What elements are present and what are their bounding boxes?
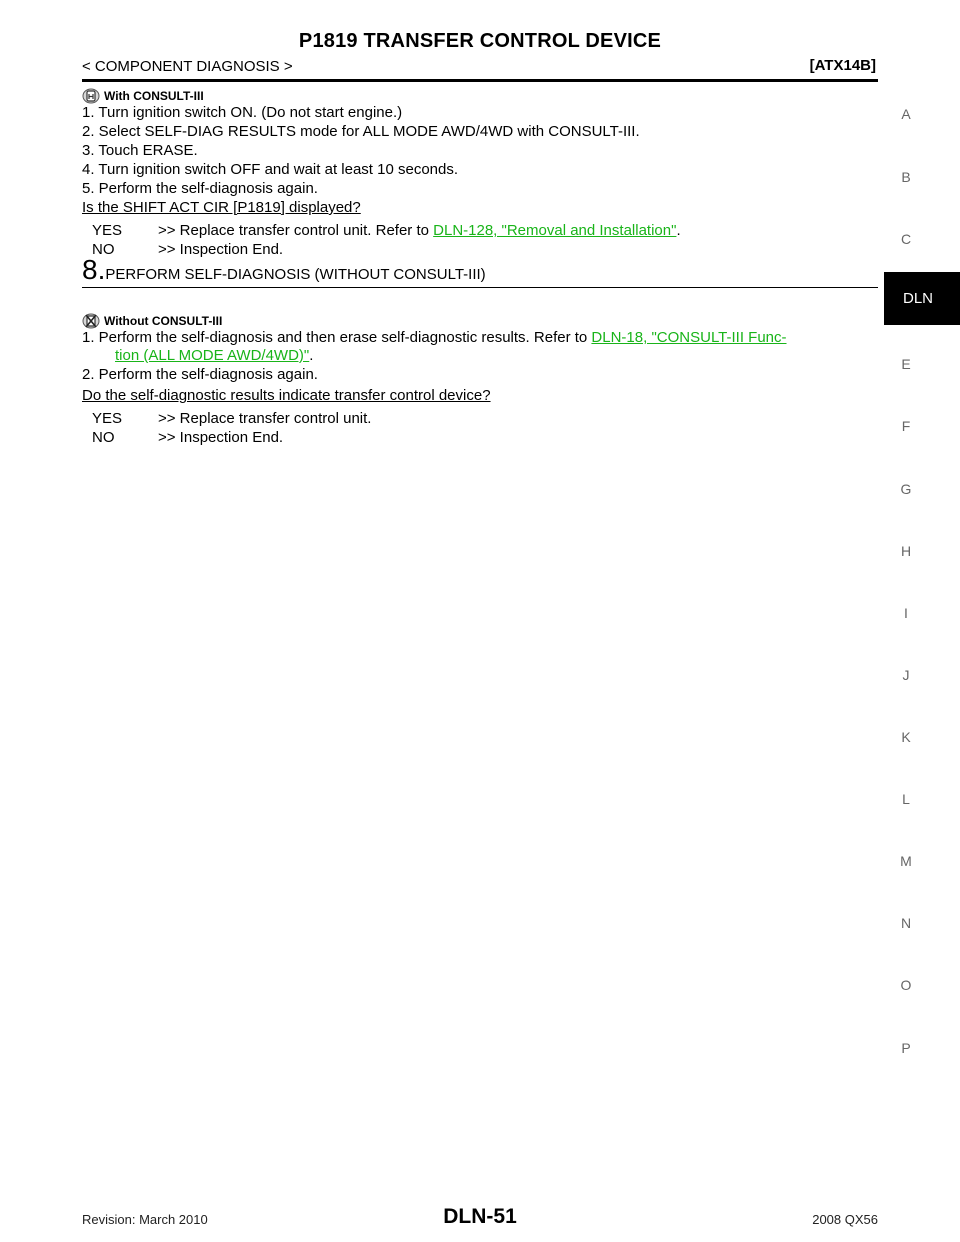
list-item-continued: tion (ALL MODE AWD/4WD)". [115,346,313,365]
index-letter[interactable]: C [900,231,912,247]
list-item: 1. Turn ignition switch ON. (Do not star… [82,104,403,121]
index-tab-active[interactable]: DLN [884,272,960,325]
consult-label: With CONSULT-III [104,89,204,103]
step-8-heading: 8. PERFORM SELF-DIAGNOSIS (WITHOUT CONSU… [82,254,486,286]
answer-no: NO >> Inspection End. [92,428,283,447]
consult-label: Without CONSULT-III [104,314,223,328]
answer-text: >> Replace transfer control unit. Refer … [158,222,434,239]
index-letter[interactable]: F [901,418,911,434]
index-letter[interactable]: P [901,1040,911,1056]
reference-link[interactable]: DLN-128, "Removal and Installation" [433,222,677,239]
step-number: 8. [82,254,106,285]
header-rule [82,79,878,82]
answer-key: YES [92,410,123,427]
answer-no: NO >> Inspection End. [92,240,283,259]
index-letter[interactable]: A [901,106,911,122]
punctuation: . [309,347,314,364]
list-item: 5. Perform the self-diagnosis again. [82,180,318,197]
list-item: 2. Perform the self-diagnosis again. [82,366,318,383]
index-letter[interactable]: N [900,915,912,931]
without-consult-heading: Without CONSULT-III [82,313,222,329]
step-rule [82,287,878,288]
index-letter[interactable]: B [901,169,911,185]
answer-text: >> Replace transfer control unit. [158,410,372,427]
page-title: P1819 TRANSFER CONTROL DEVICE [298,30,662,52]
answer-key: YES [92,222,123,239]
index-letter[interactable]: G [900,481,912,497]
list-item: 2. Select SELF-DIAG RESULTS mode for ALL… [82,123,640,140]
vehicle-model: 2008 QX56 [812,1212,878,1227]
diagnosis-question: Is the SHIFT ACT CIR [P1819] displayed? [82,199,361,216]
diagnosis-question: Do the self-diagnostic results indicate … [82,387,491,404]
index-letter[interactable]: O [900,977,912,993]
no-consult-icon [82,313,100,329]
index-letter[interactable]: K [901,729,911,745]
with-consult-heading: With CONSULT-III [82,88,204,104]
index-letter[interactable]: M [900,853,912,869]
step-text: 1. Perform the self-diagnosis and then e… [82,329,592,346]
index-letter[interactable]: L [902,791,910,807]
revision-date: Revision: March 2010 [82,1212,208,1227]
answer-text: >> Inspection End. [158,429,284,446]
index-letter[interactable]: J [902,667,910,683]
answer-yes: YES >> Replace transfer control unit. [92,409,371,428]
index-letter[interactable]: H [900,543,912,559]
answer-text: >> Inspection End. [158,241,284,258]
list-item: 3. Touch ERASE. [82,142,198,159]
consult-iii-icon [82,88,100,104]
answer-yes: YES >> Replace transfer control unit. Ref… [92,221,681,240]
list-item: 1. Perform the self-diagnosis and then e… [82,328,787,347]
step-title: PERFORM SELF-DIAGNOSIS (WITHOUT CONSULT-… [105,266,486,283]
reference-link[interactable]: DLN-18, "CONSULT-III Func- [591,329,787,346]
model-code: [ATX14B] [809,57,876,74]
reference-link-continued[interactable]: tion (ALL MODE AWD/4WD)" [115,347,310,364]
index-letter[interactable]: E [901,356,911,372]
page-number: DLN-51 [443,1205,517,1228]
answer-key: NO [92,429,115,446]
index-letter[interactable]: I [904,605,908,621]
step-list: 1. Turn ignition switch ON. (Do not star… [82,103,640,198]
section-label: < COMPONENT DIAGNOSIS > [82,58,293,75]
answer-key: NO [92,241,115,258]
list-item: 4. Turn ignition switch OFF and wait at … [82,161,459,178]
punctuation: . [676,222,681,239]
